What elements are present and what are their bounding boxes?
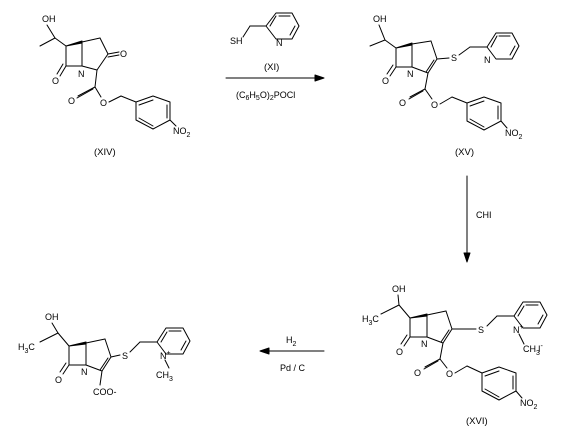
reagent-label-xi: (XI) (264, 62, 279, 73)
arrow-step-3 (259, 347, 325, 355)
xvi-iodide-counterion: I- (538, 343, 544, 354)
xvi-ring-n: N (421, 339, 428, 349)
reagent-xi: SH N (XI) (230, 12, 300, 73)
xvi-nitro-label: NO2 (520, 398, 538, 411)
product-carboxylate: COO- (93, 387, 117, 397)
xv-hydroxyl-label: OH (373, 14, 387, 24)
reagent-catalyst: Pd / C (280, 363, 306, 373)
xv-ester-carbonyl-o: O (399, 98, 406, 108)
product-thioether-s: S (122, 351, 128, 361)
xiv-nitro-label: NO2 (173, 126, 191, 139)
xvi-pyridinium-n: N+ (513, 324, 524, 335)
xv-nitro-label: NO2 (505, 128, 523, 141)
xi-pyridine-n: N (276, 38, 283, 48)
xv-ring-n: N (407, 69, 414, 79)
xiv-lactam-o: O (52, 76, 59, 86)
xvi-methyl-label: H3C (362, 314, 379, 327)
xv-ester-o: O (431, 100, 438, 110)
compound-label-xv: (XV) (455, 147, 474, 158)
xv-lactam-o: O (382, 76, 389, 86)
compound-product: OH H3C O N S N+ CH3 COO- (18, 312, 191, 397)
xvi-lactam-o: O (396, 347, 403, 357)
compound-xvi: OH H3C O N S N+ CH3 I- O O (362, 284, 548, 427)
xv-pyridine-n: N (484, 55, 491, 65)
xvi-n-methyl: CH3 (523, 344, 540, 357)
product-hydroxyl-label: OH (45, 312, 59, 322)
product-n-methyl: CH3 (156, 370, 173, 383)
xiv-ester-carbonyl-o: O (68, 96, 75, 106)
compound-xv: OH O N S N O O (369, 14, 523, 158)
compound-label-xvi: (XVI) (466, 416, 488, 427)
xvi-ester-o: O (446, 369, 453, 379)
xvi-thioether-s: S (478, 325, 484, 335)
arrow-step-1 (225, 74, 325, 82)
xi-thiol-label: SH (230, 36, 243, 46)
xiv-ester-o: O (100, 98, 107, 108)
arrow-step-2 (463, 175, 471, 263)
product-ring-n: N (81, 367, 88, 377)
reagent-hydrogen: H2 (286, 335, 297, 348)
reagent-methyl-iodide: CHI (476, 210, 492, 220)
product-lactam-o: O (55, 375, 62, 385)
xiv-ketone-o: O (120, 49, 127, 59)
xiv-ring-n: N (78, 69, 85, 79)
xvi-ester-carbonyl-o: O (414, 368, 421, 378)
reagent-phosphoryl-chloride: (C6H5O)2POCl (236, 90, 295, 102)
xv-thioether-s: S (451, 53, 457, 63)
compound-xiv: OH O O N O O NO2 (XIV) (39, 14, 191, 158)
product-pyridinium-n: N+ (160, 350, 171, 361)
product-methyl-label: H3C (18, 342, 35, 355)
xiv-hydroxyl-label: OH (42, 14, 56, 24)
compound-label-xiv: (XIV) (94, 147, 116, 158)
xvi-hydroxyl-label: OH (392, 284, 406, 294)
